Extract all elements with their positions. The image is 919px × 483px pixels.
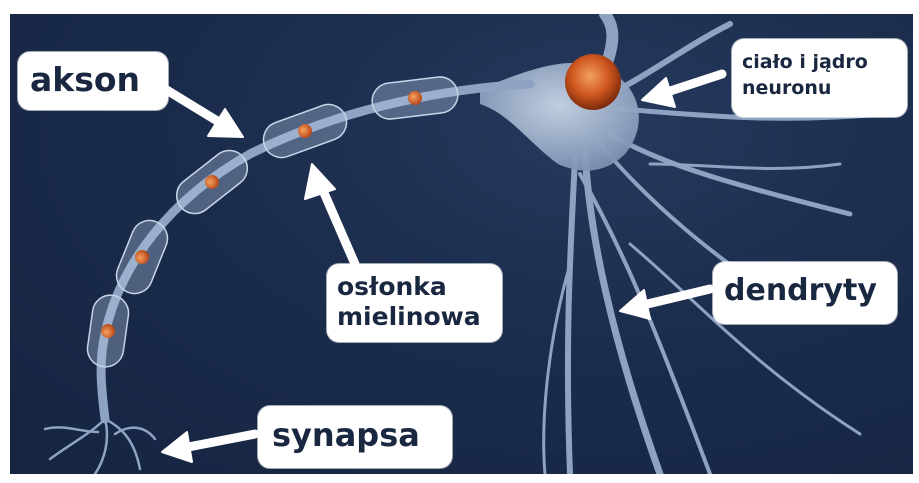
label-cialo-i-jadro: ciało i jądro neuronu: [732, 39, 907, 117]
synapse-terminals: [45, 419, 155, 474]
label-oslonka-mielinowa: osłonka mielinowa: [327, 264, 502, 342]
arrow-akson: [165, 89, 243, 137]
label-dendryty: dendryty: [713, 262, 897, 324]
label-cialo-line1: ciało i jądro: [742, 49, 907, 75]
label-cialo-line2: neuronu: [742, 75, 907, 101]
label-akson: akson: [18, 52, 168, 110]
label-akson-text: akson: [30, 60, 168, 99]
neuron-diagram: akson ciało i jądro neuronu osłonka miel…: [10, 14, 913, 474]
label-synapsa-text: synapsa: [272, 416, 452, 454]
nucleus: [565, 54, 621, 110]
label-dendryty-text: dendryty: [724, 273, 897, 308]
arrow-cialo: [642, 74, 722, 107]
arrow-synapsa: [162, 432, 255, 462]
label-oslonka-line1: osłonka: [337, 272, 502, 302]
arrow-oslonka: [305, 164, 355, 264]
label-synapsa: synapsa: [258, 406, 452, 468]
label-oslonka-line2: mielinowa: [337, 302, 502, 332]
